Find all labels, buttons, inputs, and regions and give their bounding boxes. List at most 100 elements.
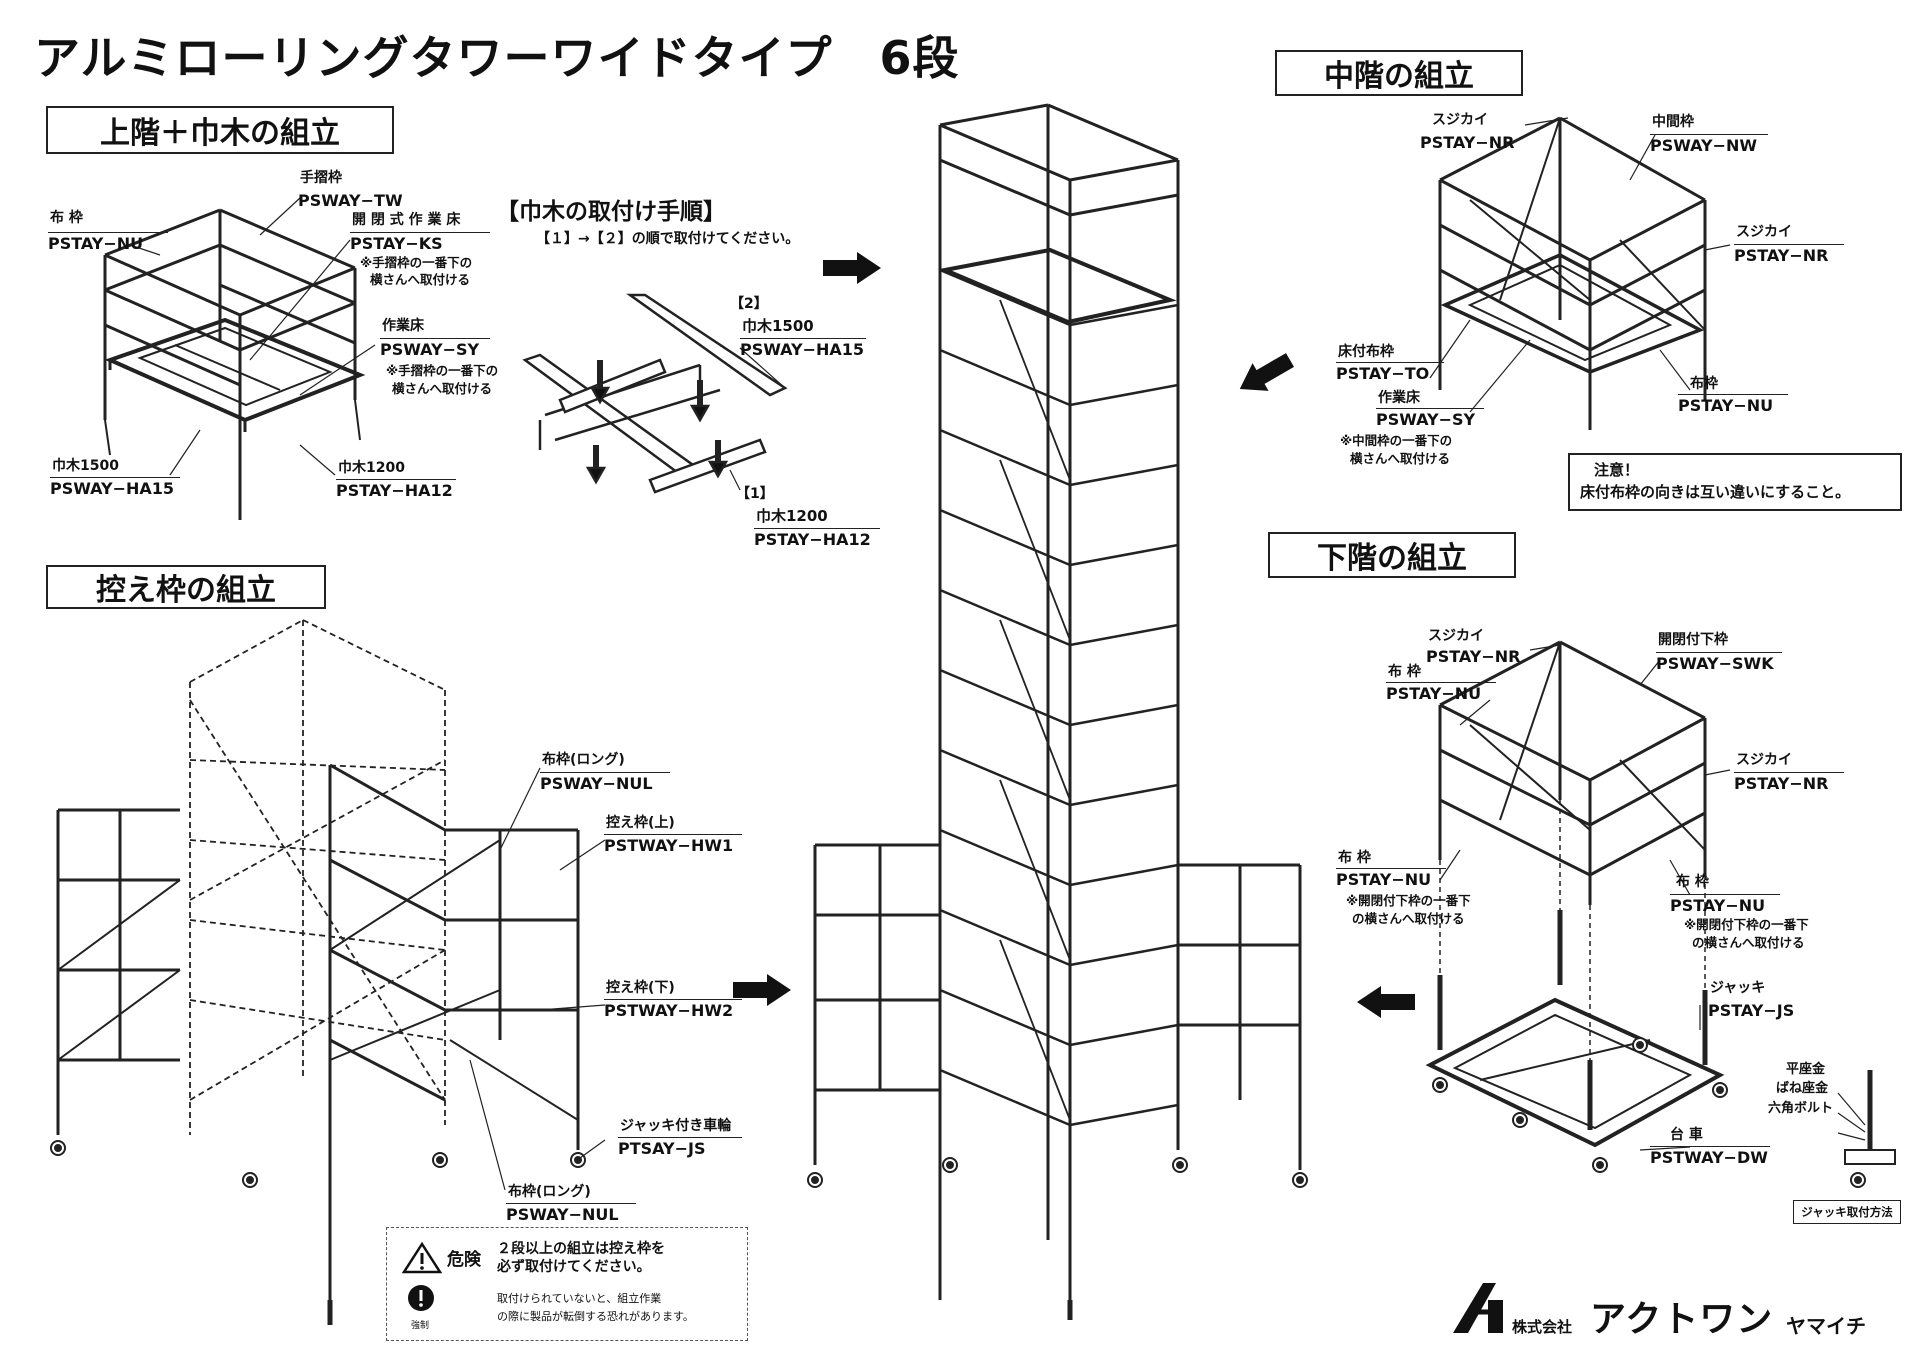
middle-nuwaku-code: PSTAY−NU	[1678, 394, 1788, 415]
middle-chukan-label: 中間枠	[1652, 114, 1694, 130]
habaki-procedure-drawing	[522, 293, 788, 494]
danger-sub-2: の際に製品が転倒する恐れがあります。	[497, 1310, 694, 1323]
brace-hw1-code: PSTWAY−HW1	[604, 834, 742, 855]
danger-sub-1: 取付けられていないと、組立作業	[497, 1292, 662, 1305]
procedure-step2: 【2】	[730, 296, 768, 312]
jack-method-caption: ジャッキ取付方法	[1793, 1200, 1901, 1224]
procedure-step2-name: 巾木1500	[742, 317, 814, 335]
upper-kaihei-note-1: ※手摺枠の一番下の	[360, 255, 473, 270]
brace-nul-top-label: 布枠(ロング)	[542, 752, 625, 768]
caution-text: 床付布枠の向きは互い違いにすること。	[1580, 483, 1851, 501]
page-title: アルミローリングタワーワイドタイプ 6段	[34, 31, 960, 85]
company-logo-mark	[1453, 1283, 1503, 1333]
lower-daisha-code: PSTWAY−DW	[1650, 1146, 1770, 1167]
logo-kabushiki: 株式会社	[1512, 1318, 1573, 1336]
leader-lines	[129, 117, 1731, 1191]
logo-name: アクトワン	[1590, 1299, 1774, 1340]
middle-sujikai1-code: PSTAY−NR	[1420, 133, 1515, 152]
upper-assembly-drawing	[103, 208, 366, 520]
middle-chukan-code: PSWAY−NW	[1650, 134, 1768, 155]
lower-nuwaku2-code: PSTAY−NU	[1336, 868, 1446, 889]
lower-sujikai1-code: PSTAY−NR	[1426, 647, 1521, 666]
section-brace-title: 控え枠の組立	[46, 565, 326, 609]
upper-tesuri-code: PSWAY−TW	[298, 191, 403, 210]
lower-nuwaku3-code: PSTAY−NU	[1670, 894, 1780, 915]
middle-sagyo-note-2: 横さんへ取付ける	[1350, 451, 1451, 466]
lower-bolt-label: 六角ボルト	[1768, 1101, 1834, 1116]
logo-sub: ヤマイチ	[1786, 1314, 1866, 1338]
direction-arrows	[733, 252, 1415, 1018]
brace-hw1-label: 控え枠(上)	[606, 815, 675, 831]
lower-nuwaku1-code: PSTAY−NU	[1386, 682, 1496, 703]
procedure-step1-name: 巾木1200	[756, 507, 828, 525]
mandatory-circle-icon	[408, 1285, 434, 1311]
lower-kaihei-label: 開閉付下枠	[1658, 632, 1728, 648]
lower-bane-label: ばね座金	[1776, 1081, 1829, 1096]
middle-sagyo-note-1: ※中間枠の一番下の	[1340, 433, 1453, 448]
brace-hw2-label: 控え枠(下)	[606, 980, 675, 996]
upper-habaki1200-code: PSTAY−HA12	[336, 479, 456, 500]
lower-kaihei-code: PSWAY−SWK	[1656, 652, 1782, 673]
procedure-title: 【巾木の取付け手順】	[496, 199, 726, 225]
upper-habaki1200-label: 巾木1200	[338, 460, 405, 476]
lower-nuwaku3-label: 布 枠	[1676, 874, 1709, 890]
procedure-step1-code: PSTAY−HA12	[754, 528, 880, 549]
lower-sujikai2-code: PSTAY−NR	[1734, 772, 1844, 793]
danger-main-1: ２段以上の組立は控え枠を	[497, 1241, 665, 1257]
procedure-step1: 【1】	[736, 486, 774, 502]
middle-nuwaku-label: 布枠	[1690, 376, 1718, 392]
middle-assembly-drawing	[1438, 116, 1707, 430]
lower-nuwaku3-note-1: ※開閉付下枠の一番下	[1684, 917, 1809, 932]
warning-triangle-icon	[401, 1241, 443, 1274]
caution-title: 注意！	[1594, 461, 1640, 479]
brace-jack-wheel-code: PTSAY−JS	[618, 1137, 742, 1158]
upper-nuwaku-code: PSTAY−NU	[48, 232, 168, 253]
upper-habaki1500-label: 巾木1500	[52, 458, 119, 474]
lower-nuwaku2-label: 布 枠	[1338, 850, 1371, 866]
brace-nul-bottom-label: 布枠(ロング)	[508, 1184, 591, 1200]
brace-hw2-code: PSTWAY−HW2	[604, 999, 742, 1020]
middle-sujikai1-label: スジカイ	[1432, 112, 1488, 128]
full-tower-drawing	[806, 103, 1309, 1320]
upper-nuwaku-label: 布 枠	[50, 210, 83, 226]
middle-sagyo-code: PSWAY−SY	[1376, 408, 1484, 429]
procedure-subtitle: 【１】→【２】の順で取付けてください。	[536, 231, 800, 247]
upper-sagyo-note-1: ※手摺枠の一番下の	[386, 363, 499, 378]
lower-nuwaku3-note-2: の横さんへ取付ける	[1692, 935, 1805, 950]
section-upper-title: 上階＋巾木の組立	[46, 106, 394, 154]
lower-sujikai2-label: スジカイ	[1736, 752, 1792, 768]
brace-nul-top-code: PSWAY−NUL	[540, 772, 670, 793]
middle-sujikai2-code: PSTAY−NR	[1734, 244, 1844, 265]
section-lower-title: 下階の組立	[1268, 532, 1516, 578]
brace-nul-bottom-code: PSWAY−NUL	[506, 1203, 636, 1224]
upper-kaihei-label: 開 閉 式 作 業 床	[352, 212, 461, 228]
lower-hiraza-label: 平座金	[1786, 1062, 1826, 1077]
brace-assembly-drawing	[49, 619, 587, 1325]
lower-nuwaku2-note-1: ※開閉付下枠の一番下	[1346, 893, 1471, 908]
lower-jack-label: ジャッキ	[1710, 980, 1766, 996]
danger-mandatory-label: 強制	[411, 1321, 430, 1331]
upper-sagyo-label: 作業床	[382, 318, 424, 334]
middle-sujikai2-label: スジカイ	[1736, 224, 1792, 240]
upper-tesuri-label: 手摺枠	[300, 170, 342, 186]
lower-sujikai1-label: スジカイ	[1428, 628, 1484, 644]
upper-kaihei-code: PSTAY−KS	[350, 232, 490, 253]
lower-nuwaku2-note-2: の横さんへ取付ける	[1352, 911, 1465, 926]
section-middle-title: 中階の組立	[1275, 50, 1523, 96]
upper-sagyo-code: PSWAY−SY	[380, 338, 490, 359]
procedure-step2-code: PSWAY−HA15	[740, 338, 866, 359]
danger-label: 危険	[447, 1250, 481, 1270]
caution-box: 注意！ 床付布枠の向きは互い違いにすること。	[1568, 453, 1902, 511]
upper-habaki1500-code: PSWAY−HA15	[50, 477, 180, 498]
middle-yuka-label: 床付布枠	[1338, 344, 1394, 360]
upper-sagyo-note-2: 横さんへ取付ける	[392, 381, 493, 396]
lower-jack-code: PSTAY−JS	[1708, 1001, 1795, 1020]
danger-notice: 危険 ２段以上の組立は控え枠を 必ず取付けてください。 取付けられていないと、組…	[386, 1227, 748, 1341]
danger-main-2: 必ず取付けてください。	[497, 1259, 651, 1275]
lower-daisha-label: 台 車	[1670, 1127, 1703, 1143]
brace-jack-wheel-label: ジャッキ付き車輪	[620, 1118, 732, 1134]
upper-kaihei-note-2: 横さんへ取付ける	[370, 272, 471, 287]
lower-assembly-drawing	[1425, 640, 1896, 1189]
lower-nuwaku1-label: 布 枠	[1388, 664, 1421, 680]
